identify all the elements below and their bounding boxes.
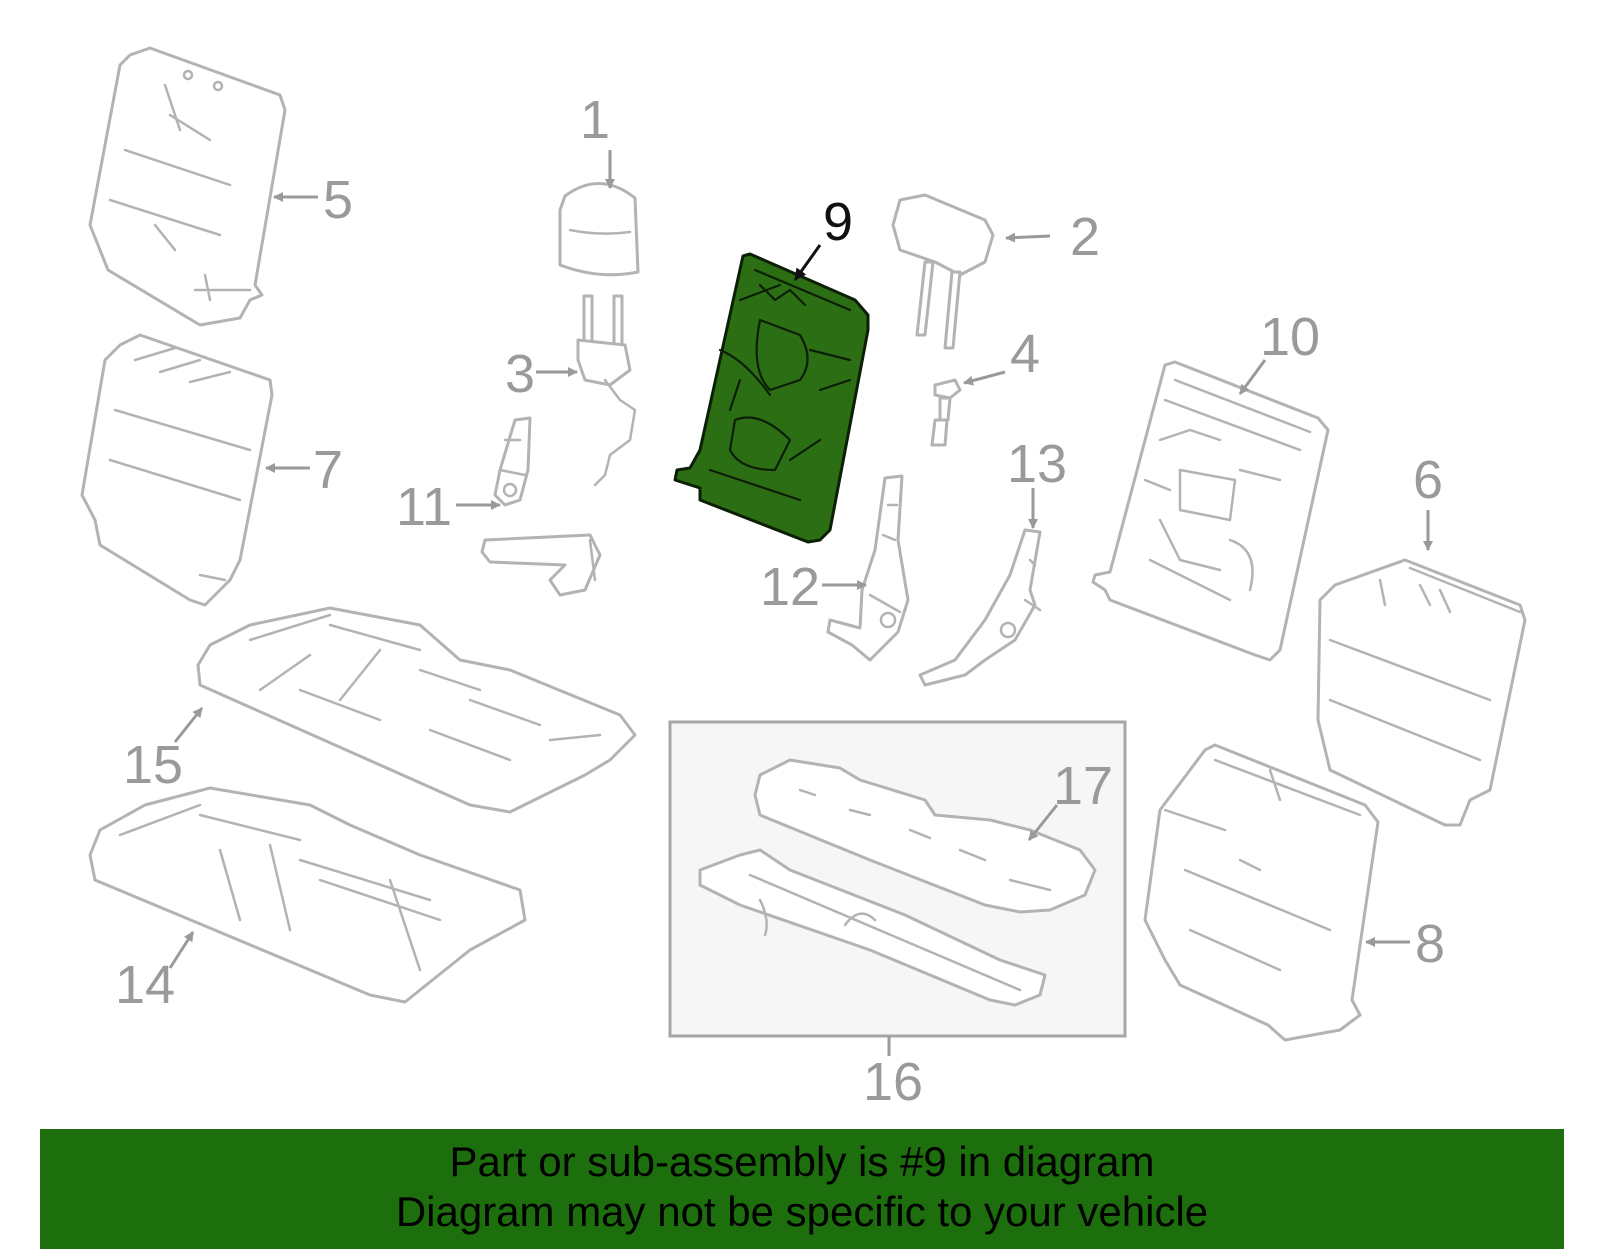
svg-text:8: 8 [1415, 914, 1445, 974]
svg-text:14: 14 [115, 955, 175, 1015]
callout-14: 14 [115, 931, 195, 1015]
svg-text:9: 9 [823, 192, 853, 252]
svg-text:7: 7 [313, 440, 343, 500]
svg-text:17: 17 [1053, 756, 1113, 816]
part-6-seatback-cover [1316, 558, 1527, 827]
part-11-hinge-bracket [480, 416, 602, 597]
callout-8: 8 [1365, 914, 1445, 974]
part-12-bracket [826, 474, 910, 662]
svg-text:12: 12 [760, 557, 820, 617]
svg-text:4: 4 [1010, 324, 1040, 384]
banner-disclaimer: Diagram may not be specific to your vehi… [395, 1188, 1209, 1235]
callout-7: 7 [265, 440, 343, 500]
callout-6: 6 [1413, 450, 1443, 551]
part-10-seatback-frame [1091, 360, 1330, 662]
part-9-seatback-frame [673, 252, 870, 544]
part-5-seatback-cover [88, 46, 287, 327]
part-15-seat-cushion [196, 606, 637, 814]
part-16-frame [698, 848, 1047, 1007]
svg-text:10: 10 [1260, 307, 1320, 367]
callout-1: 1 [580, 90, 615, 189]
callout-11: 11 [396, 477, 501, 537]
callout-16: 16 [863, 1036, 923, 1112]
svg-text:1: 1 [580, 90, 610, 150]
callout-15: 15 [123, 707, 204, 795]
callout-2: 2 [1005, 207, 1100, 267]
part-4-guide-pin [930, 378, 962, 447]
part-17-panel [753, 758, 1097, 914]
part-13-bracket [918, 528, 1042, 687]
callout-4: 4 [963, 324, 1040, 386]
callout-3: 3 [505, 344, 578, 404]
part-8-seatback-cover [1143, 743, 1380, 1042]
part-14-seat-cushion [88, 786, 527, 1004]
svg-text:3: 3 [505, 344, 535, 404]
callout-12: 12 [760, 557, 867, 617]
svg-text:15: 15 [123, 735, 183, 795]
part-7-seatback-cover [80, 333, 274, 607]
part-2-headrest [891, 193, 995, 350]
svg-text:13: 13 [1007, 434, 1067, 494]
svg-text:16: 16 [863, 1052, 923, 1112]
callout-5: 5 [273, 170, 353, 230]
parts-diagram: 1 2 3 4 5 6 7 8 9 10 11 12 [80, 46, 1527, 1112]
svg-text:6: 6 [1413, 450, 1443, 510]
part-info-banner: Part or sub-assembly is #9 in diagram Di… [40, 1129, 1564, 1249]
svg-text:11: 11 [396, 477, 452, 537]
svg-text:2: 2 [1070, 207, 1100, 267]
banner-part-message: Part or sub-assembly is #9 in diagram [449, 1138, 1155, 1185]
callout-17: 17 [1027, 756, 1113, 841]
part-3-headrest-guide [576, 294, 637, 487]
callout-13: 13 [1007, 434, 1067, 529]
callout-10: 10 [1238, 307, 1320, 395]
part-1-headrest [558, 182, 640, 277]
svg-text:5: 5 [323, 170, 353, 230]
callout-9: 9 [793, 192, 853, 281]
